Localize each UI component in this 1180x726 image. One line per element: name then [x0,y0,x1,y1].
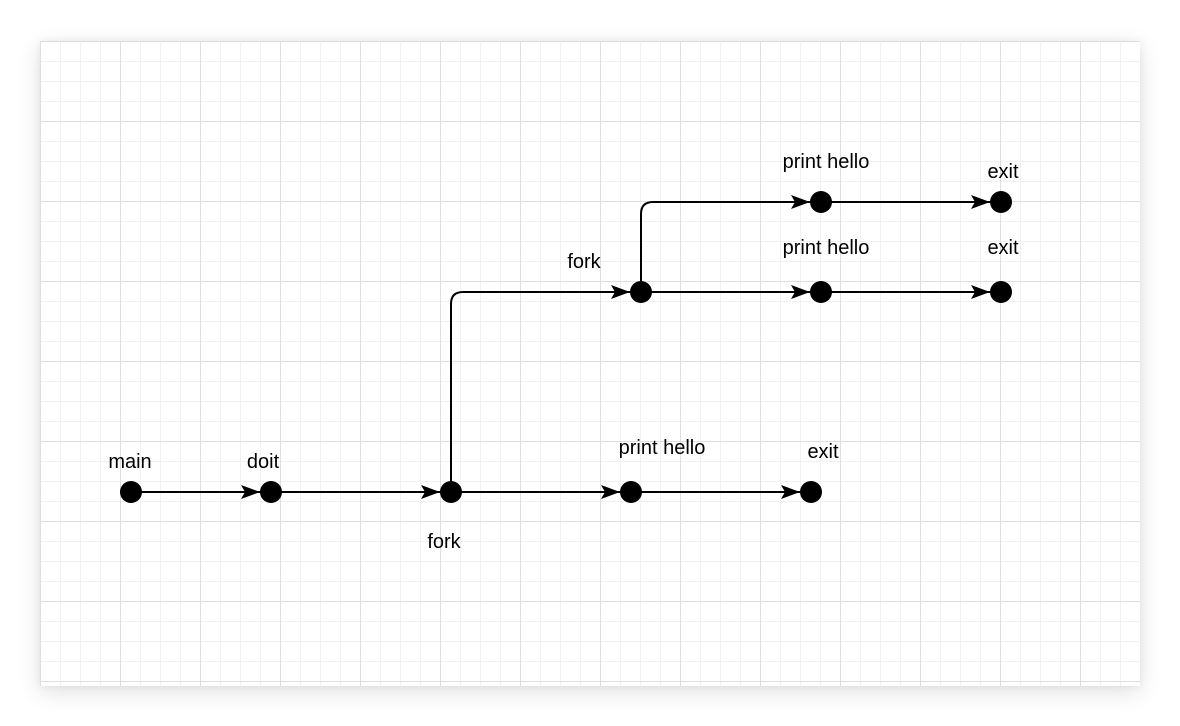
node-exit-top[interactable] [990,191,1012,213]
label-doit: doit [247,451,280,473]
label-fork-child: fork [567,251,601,273]
node-print-hello-parent[interactable] [620,481,642,503]
label-fork-parent: fork [427,531,461,553]
node-exit-parent[interactable] [800,481,822,503]
label-exit-parent: exit [807,441,839,463]
node-print-hello-middle[interactable] [810,281,832,303]
node-fork-child[interactable] [630,281,652,303]
nodes [120,191,1012,503]
label-print-hello-top: print hello [783,151,870,173]
label-exit-middle: exit [987,237,1019,259]
edge-child-fork-to-print-hello-top [640,195,810,292]
labels: main doit fork print hello exit fork pri… [108,151,1019,553]
label-print-hello-middle: print hello [783,237,870,259]
node-main[interactable] [120,481,142,503]
edges [131,195,990,499]
node-print-hello-top[interactable] [810,191,832,213]
node-fork-parent[interactable] [440,481,462,503]
label-print-hello-parent: print hello [619,437,706,459]
node-exit-middle[interactable] [990,281,1012,303]
label-exit-top: exit [987,161,1019,183]
node-doit[interactable] [260,481,282,503]
diagram-canvas [40,41,1140,686]
label-main: main [108,451,151,473]
edge-fork-to-child-fork [450,285,630,492]
